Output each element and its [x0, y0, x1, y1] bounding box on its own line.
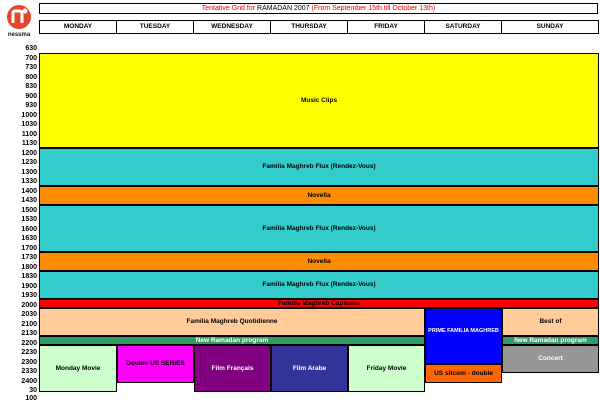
time-label: 2200	[21, 340, 37, 347]
block-label: Music Clips	[300, 96, 338, 104]
block-label: New Ramadan program	[514, 337, 587, 344]
time-label: 1800	[21, 264, 37, 271]
day-header-sunday: SUNDAY	[502, 20, 599, 34]
block-label: Concert	[538, 355, 563, 362]
block-label: Novella	[307, 257, 331, 265]
block-label: Best of	[539, 318, 562, 325]
time-label: 100	[25, 395, 37, 402]
block-label: Familia Maghreb Flux (Rendez-Vous)	[262, 281, 376, 288]
block-label: Familia Maghreb Capsules	[278, 300, 360, 307]
block-prime-saturday: PRIME FAMILIA MAGHREB	[425, 308, 502, 364]
block-quotidienne: Familia Maghreb Quotidienne	[39, 308, 425, 336]
time-label: 1530	[21, 216, 37, 223]
block-monday-movie: Monday Movie	[39, 345, 117, 392]
block-capsules: Familia Maghreb Capsules	[39, 299, 599, 308]
block-novella-2: Novella	[39, 252, 599, 271]
day-header-wednesday: WEDNESDAY	[194, 20, 271, 34]
block-label: Familia Maghreb Quotidienne	[186, 318, 278, 325]
time-label: 800	[25, 74, 37, 81]
time-label: 1400	[21, 188, 37, 195]
time-label: 900	[25, 93, 37, 100]
time-label: 730	[25, 64, 37, 71]
time-label: 30	[29, 387, 37, 394]
day-header-monday: MONDAY	[39, 20, 117, 34]
block-label: Double US SERIES	[126, 360, 185, 367]
block-us-sitcom: US sitcom - double	[425, 364, 502, 383]
day-header-tuesday: TUESDAY	[117, 20, 194, 34]
grid-title: Tentative Grid for RAMADAN 2007 (From Se…	[39, 3, 598, 14]
title-part-1: Tentative Grid for	[201, 5, 258, 12]
day-header-thursday: THURSDAY	[271, 20, 348, 34]
block-film-francais: Film Français	[194, 345, 271, 392]
time-label: 1430	[21, 197, 37, 204]
time-label: 2130	[21, 330, 37, 337]
block-label: Film Français	[211, 364, 254, 372]
block-label: Film Arabe	[292, 364, 327, 372]
time-label: 2230	[21, 349, 37, 356]
time-label: 1130	[21, 140, 37, 147]
time-label: 1100	[21, 131, 37, 138]
time-label: 2330	[21, 368, 37, 375]
time-label: 1000	[21, 112, 37, 119]
time-label: 1630	[21, 235, 37, 242]
block-concert: Concert	[502, 345, 599, 373]
logo-text: nessma	[7, 32, 31, 38]
time-label: 830	[25, 83, 37, 90]
block-label: Familia Maghreb Flux (Rendez-Vous)	[262, 224, 376, 232]
block-label: Novella	[307, 191, 331, 199]
block-new-ramadan-sunday: New Ramadan program	[502, 336, 599, 345]
day-header-saturday: SATURDAY	[425, 20, 502, 34]
block-label: PRIME FAMILIA MAGHREB	[428, 328, 499, 334]
time-label: 2100	[21, 321, 37, 328]
block-label: Familia Maghreb Flux (Rendez-Vous)	[262, 163, 376, 170]
day-header-friday: FRIDAY	[348, 20, 425, 34]
block-label: Friday Movie	[366, 364, 407, 372]
nessma-logo-icon	[7, 5, 31, 29]
time-label: 2300	[21, 359, 37, 366]
time-label: 630	[25, 45, 37, 52]
time-label: 1200	[21, 150, 37, 157]
time-label: 1230	[21, 159, 37, 166]
time-label: 1030	[21, 121, 37, 128]
time-label: 2030	[21, 311, 37, 318]
block-new-ramadan-weekday: New Ramadan program	[39, 336, 425, 345]
title-part-2: RAMADAN 2007	[257, 5, 310, 12]
block-flux-2: Familia Maghreb Flux (Rendez-Vous)	[39, 205, 599, 252]
block-flux-1: Familia Maghreb Flux (Rendez-Vous)	[39, 148, 599, 186]
block-friday-movie: Friday Movie	[348, 345, 425, 392]
time-label: 2400	[21, 378, 37, 385]
time-label: 2000	[21, 302, 37, 309]
time-label: 1900	[21, 283, 37, 290]
block-label: Monday Movie	[55, 364, 101, 372]
block-film-arabe: Film Arabe	[271, 345, 348, 392]
time-label: 930	[25, 102, 37, 109]
block-flux-3: Familia Maghreb Flux (Rendez-Vous)	[39, 271, 599, 299]
block-label: US sitcom - double	[434, 369, 493, 377]
nessma-logo: nessma	[0, 0, 38, 44]
block-label: New Ramadan program	[195, 337, 269, 344]
time-label: 1500	[21, 207, 37, 214]
time-label: 700	[25, 55, 37, 62]
block-novella-1: Novella	[39, 186, 599, 205]
time-label: 1700	[21, 245, 37, 252]
time-label: 1600	[21, 226, 37, 233]
block-double-us-series: Double US SERIES	[117, 345, 194, 383]
block-music-clips: Music Clips	[39, 53, 599, 148]
time-label: 1300	[21, 169, 37, 176]
block-best-of: Best of	[502, 308, 599, 336]
time-label: 1930	[21, 292, 37, 299]
time-label: 1830	[21, 273, 37, 280]
time-label: 1330	[21, 178, 37, 185]
time-label: 1730	[21, 254, 37, 261]
title-part-3: (From September 15th till October 13th)	[309, 5, 436, 12]
